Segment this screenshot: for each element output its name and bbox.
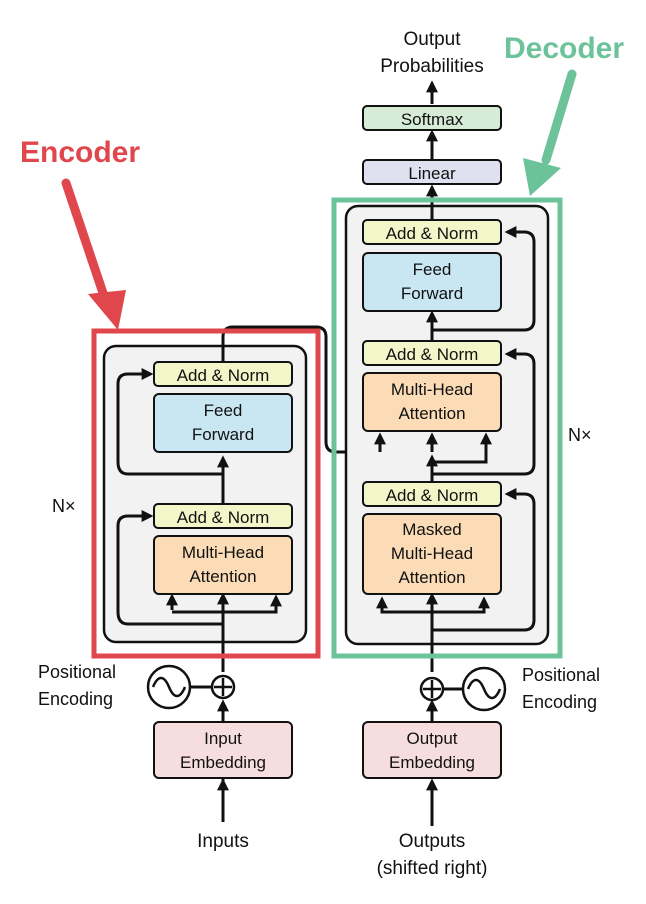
outputs-label-2: (shifted right): [377, 858, 488, 879]
decoder-masked-multi-head-attention: [362, 513, 502, 595]
encoder-multi-head-attention: [153, 535, 293, 595]
output-embedding-label-1: Output: [406, 729, 457, 748]
encoder-feed-forward-label-2: Forward: [192, 425, 254, 444]
decoder-feed-forward: [362, 252, 502, 312]
encoder-annotation-label: Encoder: [20, 136, 140, 169]
decoder-attention-label-2: Attention: [398, 404, 465, 423]
decoder-add-norm-middle: [362, 340, 502, 366]
decoder-nx-label: N×: [568, 425, 592, 445]
decoder-positional-encoding-icon: [461, 666, 507, 712]
decoder-masked-label-3: Attention: [398, 568, 465, 587]
input-embedding: [153, 721, 293, 779]
encoder-add-norm-top-label: Add & Norm: [177, 366, 270, 385]
decoder-add-norm-bottom-label: Add & Norm: [386, 486, 479, 505]
encoder-feed-forward-label-1: Feed: [204, 401, 243, 420]
output-probabilities-label-2: Probabilities: [380, 56, 484, 77]
decoder-attention-label-1: Multi-Head: [391, 380, 473, 399]
linear-box: [362, 159, 502, 185]
decoder-add-norm-top: [362, 219, 502, 245]
output-embedding: [362, 721, 502, 779]
input-embedding-label-2: Embedding: [180, 753, 266, 772]
encoder-add-norm-top: [153, 361, 293, 387]
encoder-add-icon: [210, 674, 236, 700]
decoder-add-norm-top-label: Add & Norm: [386, 224, 479, 243]
encoder-add-norm-bottom: [153, 503, 293, 529]
decoder-positional-label-1: Positional: [522, 665, 600, 685]
decoder-pointer-arrow-icon: [523, 69, 577, 196]
softmax-box: [362, 105, 502, 131]
decoder-feed-forward-label-1: Feed: [413, 260, 452, 279]
decoder-highlight-frame: [331, 197, 563, 659]
decoder-wires: [374, 80, 536, 826]
encoder-attention-label-2: Attention: [189, 567, 256, 586]
decoder-feed-forward-label-2: Forward: [401, 284, 463, 303]
decoder-multi-head-attention: [362, 372, 502, 432]
decoder-add-norm-bottom: [362, 481, 502, 507]
inputs-label: Inputs: [197, 831, 249, 852]
encoder: Add & Norm Feed Forward Add & Norm Multi…: [38, 325, 430, 852]
encoder-positional-encoding-icon: [146, 664, 192, 710]
encoder-positional-label-2: Encoding: [38, 689, 113, 709]
encoder-feed-forward: [153, 393, 293, 453]
decoder-masked-label-1: Masked: [402, 520, 462, 539]
decoder-add-norm-middle-label: Add & Norm: [386, 345, 479, 364]
decoder-annotation-label: Decoder: [504, 32, 624, 65]
output-head: Linear Softmax Output Probabilities: [362, 29, 502, 185]
linear-label: Linear: [408, 164, 456, 183]
decoder-add-icon: [419, 676, 445, 702]
encoder-layer-block: [102, 344, 308, 644]
encoder-highlight-frame: [91, 328, 321, 659]
softmax-label: Softmax: [401, 110, 464, 129]
encoder-nx-label: N×: [52, 496, 76, 516]
encoder-attention-label-1: Multi-Head: [182, 543, 264, 562]
outputs-label-1: Outputs: [399, 831, 466, 852]
decoder-positional-label-2: Encoding: [522, 692, 597, 712]
decoder-masked-label-2: Multi-Head: [391, 544, 473, 563]
input-embedding-label-1: Input: [204, 729, 242, 748]
output-probabilities-label-1: Output: [403, 29, 461, 50]
encoder-pointer-arrow-icon: [61, 178, 126, 330]
decoder: Add & Norm Feed Forward Add & Norm Multi…: [344, 80, 600, 879]
output-embedding-label-2: Embedding: [389, 753, 475, 772]
encoder-positional-label-1: Positional: [38, 662, 116, 682]
encoder-add-norm-bottom-label: Add & Norm: [177, 508, 270, 527]
